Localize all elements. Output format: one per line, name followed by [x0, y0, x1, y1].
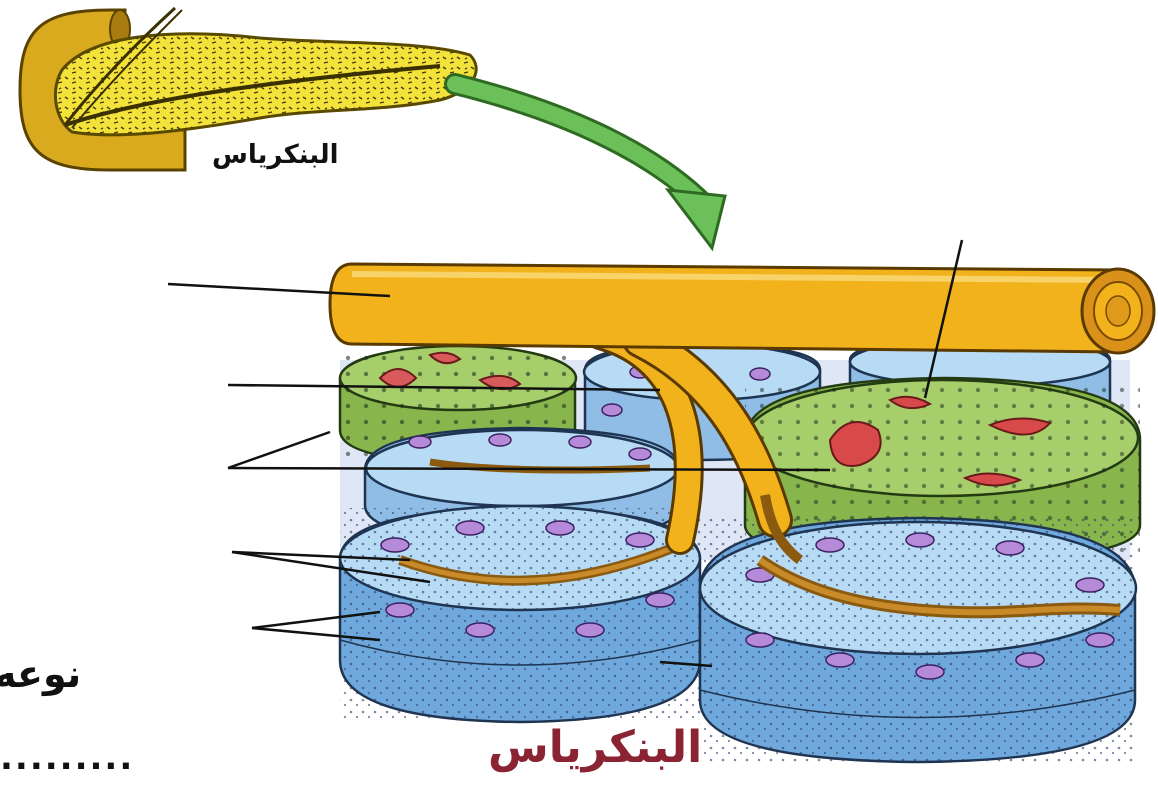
pancreas-title: البنكرياس — [488, 722, 702, 773]
tissue-magnified — [330, 264, 1154, 762]
cut-off-text: نوعه — [0, 652, 81, 696]
acinus-lower-left — [340, 506, 700, 722]
zoom-arrow — [455, 84, 725, 248]
answer-blank: ......... — [0, 738, 134, 778]
pancreas-label-small: البنكرياس — [212, 140, 339, 170]
acinus-lower-right — [700, 518, 1136, 762]
label-line-3a — [228, 432, 330, 468]
main-pancreatic-duct — [330, 264, 1154, 353]
